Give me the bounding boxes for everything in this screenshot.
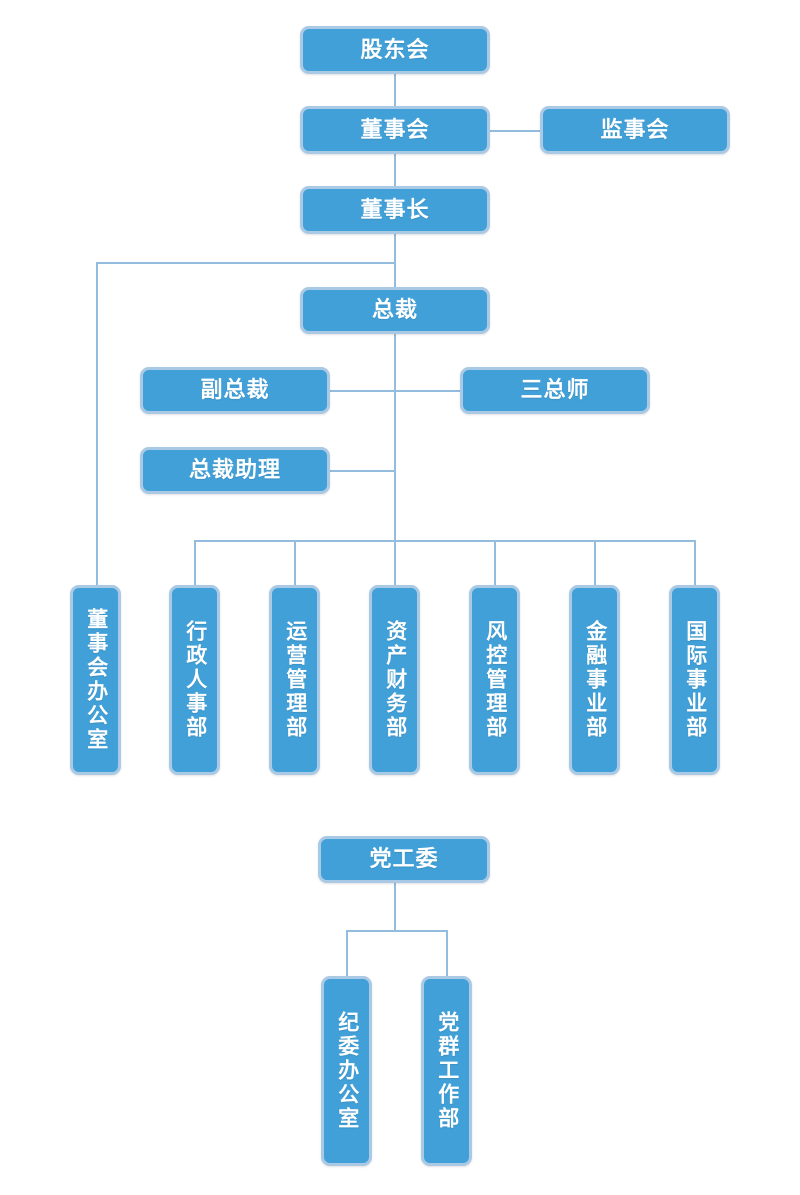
node-three-chief-engineers[interactable]: 三总师 [460,367,650,414]
connector-board-to-chairman [394,154,396,187]
node-party-working-committee[interactable]: 党工委 [318,836,490,883]
connector-drop-discipline-office [346,930,348,976]
node-risk-control-dept[interactable]: 风控管理部 [469,585,520,775]
connector-department-bus [194,540,696,542]
node-party-affairs-dept[interactable]: 党群工作部 [421,976,472,1166]
node-admin-hr-dept[interactable]: 行政人事部 [169,585,220,775]
connector-chairman-elbow-vertical [96,262,98,585]
node-president[interactable]: 总裁 [300,287,490,334]
node-vice-president[interactable]: 副总裁 [140,367,330,414]
connector-drop-risk-control [494,540,496,585]
connector-presidentassistant-to-spine [330,470,396,472]
connector-president-spine [394,334,396,542]
connector-board-to-supervisors [490,130,540,132]
node-president-assistant[interactable]: 总裁助理 [140,447,330,494]
node-board-of-directors[interactable]: 董事会 [300,106,490,154]
node-operations-mgmt-dept[interactable]: 运营管理部 [269,585,320,775]
node-shareholders-meeting[interactable]: 股东会 [300,26,490,74]
connector-chairman-elbow-horizontal [96,262,396,264]
connector-drop-asset-finance [394,540,396,585]
connector-drop-party-affairs [446,930,448,976]
connector-spine-to-chiefengineers [394,390,460,392]
connector-shareholders-to-board [394,73,396,107]
node-international-business-div[interactable]: 国际事业部 [669,585,720,775]
connector-drop-international-division [694,540,696,585]
node-discipline-office[interactable]: 纪委办公室 [321,976,372,1166]
connector-drop-admin-hr [194,540,196,585]
connector-party-spine [394,883,396,931]
node-chairman[interactable]: 董事长 [300,186,490,234]
connector-drop-operations [294,540,296,585]
node-finance-business-div[interactable]: 金融事业部 [569,585,620,775]
connector-vicepresident-to-spine [330,390,396,392]
node-board-office[interactable]: 董事会办公室 [70,585,121,775]
node-board-of-supervisors[interactable]: 监事会 [540,106,730,154]
connector-chairman-spine [394,234,396,287]
node-asset-finance-dept[interactable]: 资产财务部 [369,585,420,775]
connector-party-bus [346,930,446,932]
connector-drop-finance-division [594,540,596,585]
